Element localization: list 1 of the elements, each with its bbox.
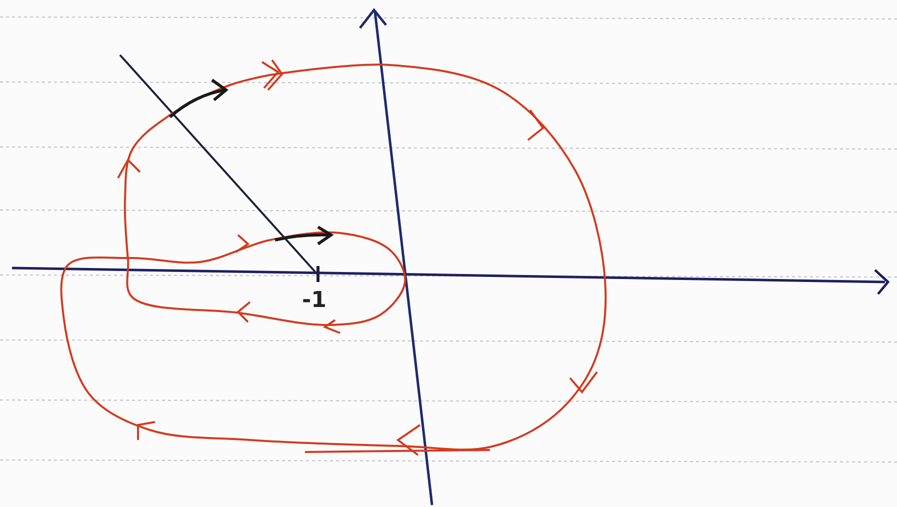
axis-value-label: -1 [302, 290, 326, 312]
